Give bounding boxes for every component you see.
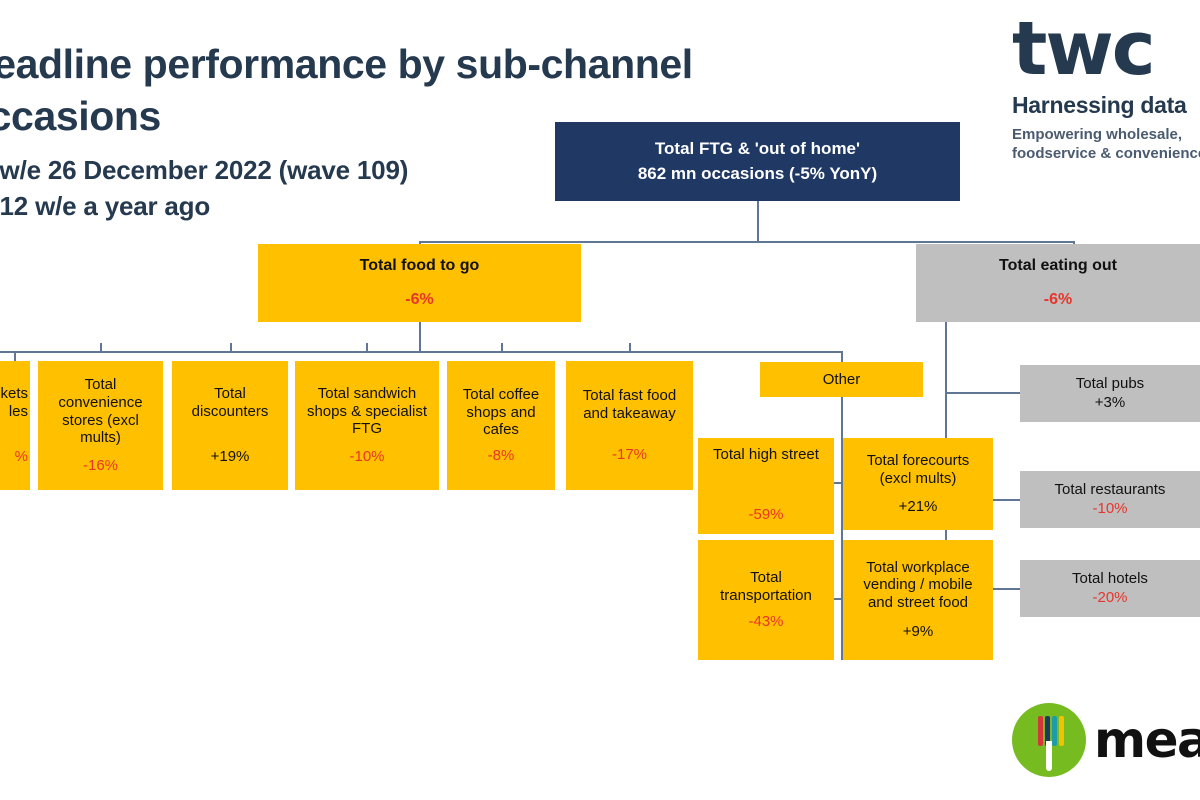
node-label: Total eating out: [999, 257, 1117, 275]
title-line-2: occasions: [0, 93, 161, 139]
node-total-fast-food[interactable]: Total fast food and takeaway -17%: [566, 361, 693, 490]
page-title: Headline performance by sub-channel occa…: [0, 38, 944, 224]
connector-ftg-child-6: [629, 343, 631, 352]
node-value: +19%: [210, 448, 250, 466]
node-label: Total transportation: [720, 569, 812, 604]
node-total-hotels[interactable]: Total hotels -20%: [1020, 560, 1200, 617]
twc-tagline-primary: Harnessing data: [1012, 92, 1187, 118]
connector-ftg-stem: [419, 322, 421, 352]
node-total-eating-out[interactable]: Total eating out -6%: [916, 244, 1200, 322]
connector-root-stem: [757, 201, 759, 242]
connector-ftg-child-7: [841, 351, 843, 362]
node-total-high-street[interactable]: Total high street -59%: [698, 438, 834, 534]
connector-ftg-child-2: [100, 343, 102, 352]
node-total-forecourts[interactable]: Total forecourts (excl mults) +21%: [843, 438, 993, 530]
node-label: Total high street: [713, 446, 819, 463]
node-label: Total restaurants: [1054, 480, 1166, 498]
twc-logo: twc Harnessing data Empowering wholesale…: [1012, 12, 1200, 163]
fork-circle-icon: [1012, 703, 1086, 777]
node-total-workplace-vending[interactable]: Total workplace vending / mobile and str…: [843, 540, 993, 660]
node-value: %: [14, 448, 28, 466]
node-total-supermarkets[interactable]: kets les %: [0, 361, 30, 490]
node-label-line-2: les: [8, 402, 28, 420]
node-label: Total hotels: [1072, 569, 1148, 587]
subtitle-line-1: 12 w/e 26 December 2022 (wave 109): [0, 155, 409, 185]
node-label: Other: [822, 370, 861, 388]
node-total-discounters[interactable]: Total discounters +19%: [172, 361, 288, 490]
twc-tagline-secondary-line2: foodservice & convenience: [1012, 145, 1200, 162]
connector-ftg-child-5: [501, 343, 503, 352]
twc-tagline-secondary-line1: Empowering wholesale,: [1012, 126, 1183, 143]
node-value: -8%: [487, 446, 515, 464]
mealtime-wordmark: mealtime: [1094, 711, 1200, 769]
node-value: +3%: [1094, 394, 1126, 412]
node-label: Total food to go: [359, 257, 480, 275]
node-value: -10%: [349, 447, 385, 465]
node-value: -10%: [1092, 500, 1128, 518]
node-value: -6%: [1043, 290, 1073, 308]
node-label: Total coffee shops and cafes: [462, 386, 540, 439]
node-value: -43%: [748, 612, 784, 630]
node-total-transportation[interactable]: Total transportation -43%: [698, 540, 834, 660]
connector-other-to-transport: [832, 598, 842, 600]
node-label: Total fast food and takeaway: [582, 386, 677, 422]
node-value: +21%: [898, 497, 938, 515]
node-label: Total forecourts (excl mults): [866, 452, 970, 487]
node-label: Total pubs: [1075, 374, 1145, 392]
connector-eatingout-drop: [1073, 241, 1075, 245]
mealtime-logo: mealtime: [1012, 700, 1200, 780]
connector-other-to-highstreet: [832, 482, 842, 484]
subtitle-line-2: vs 12 w/e a year ago: [0, 191, 211, 221]
connector-ftg-child-1: [14, 351, 16, 361]
node-total-convenience-stores[interactable]: Total convenience stores (excl mults) -1…: [38, 361, 163, 490]
connector-ftg-child-4: [366, 343, 368, 352]
connector-root-bus: [419, 241, 1074, 243]
node-value: 862 mn occasions (-5% YonY): [637, 163, 878, 183]
connector-ftg-child-3: [230, 343, 232, 352]
node-label: Total discounters: [191, 384, 269, 420]
node-label: Total convenience stores (excl mults): [58, 376, 143, 447]
connector-ftg-bus: [0, 351, 842, 353]
node-total-food-to-go[interactable]: Total food to go -6%: [258, 244, 581, 322]
node-other[interactable]: Other: [760, 362, 923, 397]
node-value: +9%: [902, 623, 934, 641]
connector-ftg-drop: [419, 241, 421, 244]
node-label-line-1: kets: [0, 384, 28, 402]
node-total-ftg-out-of-home[interactable]: Total FTG & 'out of home' 862 mn occasio…: [555, 122, 960, 201]
node-value: -6%: [405, 290, 434, 308]
node-value: -16%: [82, 456, 119, 474]
connector-to-pubs: [945, 392, 1020, 394]
title-line-1: Headline performance by sub-channel: [0, 41, 693, 87]
connector-other-stem: [841, 396, 843, 438]
node-value: -20%: [1092, 589, 1128, 607]
node-label: Total FTG & 'out of home': [654, 138, 861, 158]
connector-other-spine: [841, 438, 843, 660]
node-total-coffee-shops[interactable]: Total coffee shops and cafes -8%: [447, 361, 555, 490]
node-value: -17%: [611, 446, 648, 464]
node-total-pubs[interactable]: Total pubs +3%: [1020, 365, 1200, 422]
node-total-sandwich-shops[interactable]: Total sandwich shops & specialist FTG -1…: [295, 361, 439, 490]
twc-wordmark: twc: [1012, 6, 1156, 92]
node-total-restaurants[interactable]: Total restaurants -10%: [1020, 471, 1200, 528]
node-value: -59%: [748, 505, 784, 523]
node-label: Total sandwich shops & specialist FTG: [306, 385, 428, 438]
node-label: Total workplace vending / mobile and str…: [863, 558, 973, 611]
